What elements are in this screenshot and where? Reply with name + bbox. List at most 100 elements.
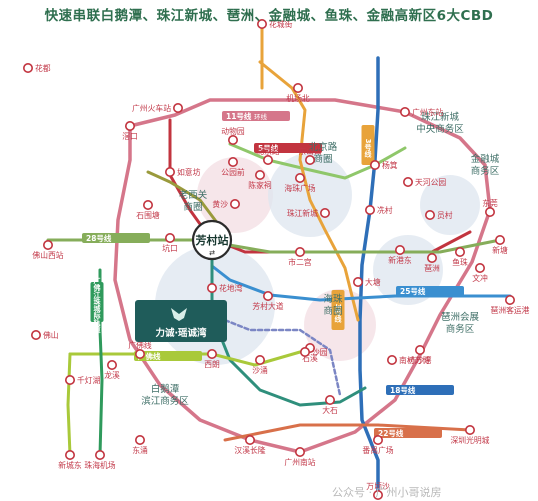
station-0-marker (256, 18, 267, 29)
district-label-3: 金融城商务区 (471, 153, 500, 177)
station-49-marker (324, 394, 335, 405)
district-label-line: 滨江商务区 (141, 395, 189, 407)
line-label-5: 3号线 (334, 304, 342, 324)
station-9-marker (262, 155, 273, 166)
station-36-label: 佛山 (43, 330, 59, 340)
metro-routes (46, 22, 512, 497)
station-4-label: 广州东站 (412, 107, 443, 117)
district-label-6: 白鹅潭滨江商务区 (141, 383, 189, 407)
station-13-label: 黄沙 (212, 199, 228, 209)
station-31-label: 大塘 (365, 277, 381, 287)
project-logo: 力诚·瑶诚湾 (135, 300, 227, 342)
station-27-label: 文冲 (472, 273, 488, 283)
district-labels: 北京路商圈老西关商圈珠江新城中央商务区金融城商务区海珠商圈琶洲会展商务区白鹅潭滨… (141, 111, 500, 407)
station-15-marker (294, 173, 305, 184)
station-26-marker (494, 235, 505, 246)
district-label-line: 中央商务区 (416, 123, 464, 135)
station-8-marker (228, 157, 239, 168)
station-3-label: 广州火车站 (132, 103, 171, 113)
station-43-marker (464, 424, 475, 435)
line-13-route (146, 170, 232, 242)
district-label-line: 老西关 (179, 189, 208, 201)
line-label-8: 广佛线 (138, 351, 161, 361)
line-label-1: 5号线 (258, 143, 279, 153)
guangfo-south (66, 352, 72, 457)
district-label-line: 商圈 (323, 305, 342, 317)
station-35-marker (414, 344, 425, 355)
cbd-halo-5 (420, 175, 480, 235)
station-2-label: 机场北 (286, 93, 310, 103)
station-18-marker (364, 205, 375, 216)
line-18-route (358, 56, 380, 497)
station-51-marker (135, 434, 146, 445)
station-46-label: 万顷沙 (366, 482, 390, 491)
station-30-label: 石溪 (302, 353, 318, 363)
station-17-label: 珠江新城 (287, 208, 318, 218)
station-48-label: 坑口 (162, 243, 178, 253)
station-4-marker (399, 107, 410, 118)
station-18-label: 冼村 (377, 205, 393, 215)
station-23-marker (426, 253, 437, 264)
project-emblem-icon (171, 308, 187, 321)
station-40-label: 千灯湖 (77, 375, 101, 385)
district-label-line: 商圈 (183, 201, 202, 213)
station-51-label: 东涌 (132, 445, 148, 455)
station-6-marker (228, 135, 239, 146)
station-33-label: 琶洲客运港 (491, 305, 530, 315)
station-15-label: 海珠广场 (284, 183, 315, 193)
station-42-label: 番禺广场 (362, 445, 393, 455)
district-label-0: 北京路商圈 (309, 141, 338, 165)
district-label-4: 海珠商圈 (323, 293, 343, 317)
line-label-6: 18号线 (390, 385, 416, 395)
station-12-marker (143, 200, 154, 211)
line-label-0: 11号线 (226, 111, 252, 121)
line-22-route (223, 423, 472, 442)
station-19-marker (424, 210, 435, 221)
station-41-label: 广州南站 (284, 457, 315, 467)
station-24-marker (454, 247, 465, 258)
line-label-box-8 (134, 351, 202, 361)
station-24-label: 鱼珠 (452, 257, 468, 267)
station-8-label: 公园前 (221, 167, 245, 177)
station-39-label: 广佛线 (128, 340, 152, 350)
district-label-line: 商圈 (313, 153, 332, 165)
station-46-marker (372, 489, 383, 500)
station-40-marker (65, 374, 76, 385)
station-21-label: 市二宫 (288, 257, 312, 267)
station-1-marker (22, 62, 33, 73)
station-25-label: 东莞 (482, 198, 498, 208)
station-35-label: 赤沙滘 (408, 356, 432, 365)
line-label-box-5 (331, 290, 345, 330)
station-44-marker (65, 449, 76, 460)
station-32-marker (299, 346, 310, 357)
district-label-line: 海珠 (323, 293, 343, 305)
station-38-label: 沙涌 (252, 365, 268, 375)
station-28-marker (207, 282, 218, 293)
station-25-marker (484, 207, 495, 218)
station-5-label: 滘口 (122, 132, 138, 141)
line-25-route (210, 264, 512, 302)
station-22-marker (394, 245, 405, 256)
line-label-7: 22号线 (378, 428, 404, 438)
district-label-line: 商务区 (446, 323, 475, 335)
station-50-marker (245, 434, 256, 445)
station-21-marker (294, 247, 305, 258)
station-49-label: 大石 (322, 405, 338, 415)
district-label-line: 珠江新城 (421, 111, 460, 123)
station-10-label: 东山口 (298, 146, 321, 156)
district-label-line: 商务区 (471, 165, 500, 177)
station-13-marker (230, 199, 241, 210)
line-label-2: 3号线 (364, 139, 372, 159)
line-label-box-7 (374, 428, 442, 438)
line-22-inner (210, 313, 342, 397)
hub-ring (191, 219, 233, 261)
project-logo-box (135, 300, 227, 342)
station-39-marker (135, 348, 146, 359)
district-label-line: 北京路 (309, 141, 338, 153)
station-0-label: 花城街 (269, 19, 293, 29)
line-label-3: 28号线 (86, 233, 112, 243)
watermark: 公众号 · 广州小哥说房 (332, 486, 442, 499)
station-5-marker (125, 121, 136, 132)
